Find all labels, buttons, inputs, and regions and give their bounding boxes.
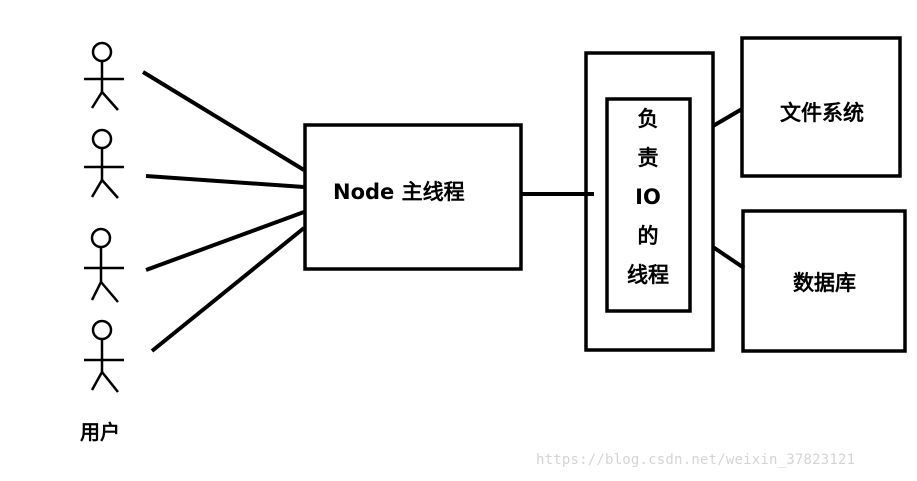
io-thread-char-5: 线程 [627,263,669,287]
user-figure-1 [84,41,124,111]
user-figure-4 [84,319,124,393]
connector-io-filesystem [711,107,744,128]
file-system-label: 文件系统 [780,101,864,125]
connector-user3-main [145,210,305,272]
users-label: 用户 [80,420,120,444]
user-figure-3 [84,227,124,303]
watermark-text: https://blog.csdn.net/weixin_37823121 [536,452,856,468]
user-figure-2 [84,128,124,199]
connector-user2-main [145,174,305,189]
connector-user1-main [141,70,306,172]
connector-user4-main [150,226,306,353]
database-box [741,209,907,353]
io-thread-char-3: IO [635,185,661,209]
io-thread-char-4: 的 [637,224,659,248]
file-system-box [740,36,902,178]
io-outer-box [584,51,715,352]
database-label: 数据库 [793,271,856,295]
connector-io-database [711,245,746,270]
io-thread-box [605,97,692,313]
io-thread-char-1: 负 [637,107,659,131]
io-thread-label: 负 责 IO 的 线程 [606,100,690,295]
io-thread-char-2: 责 [637,146,659,170]
main-thread-label: Node 主线程 [333,180,465,204]
main-thread-box [303,123,523,271]
